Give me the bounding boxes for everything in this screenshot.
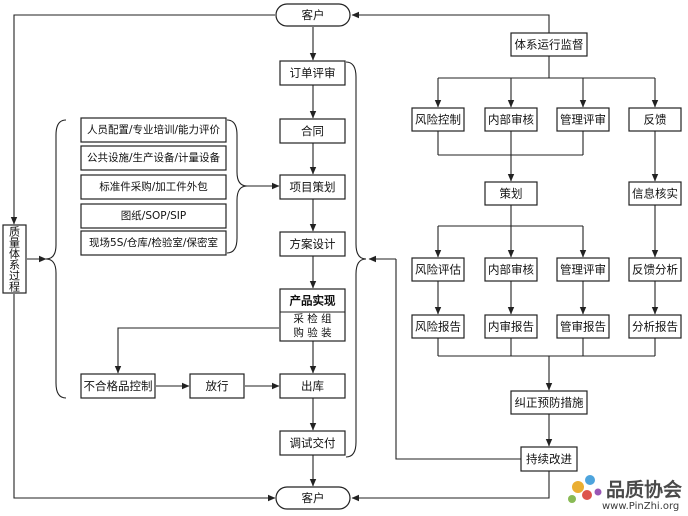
analysis-report-label: 分析报告 xyxy=(632,320,678,334)
feedback-label: 反馈 xyxy=(644,113,667,127)
resource-item: 图纸/SOP/SIP xyxy=(121,209,186,222)
release-label: 放行 xyxy=(206,379,229,393)
customer-top-label: 客户 xyxy=(302,8,325,22)
internal-audit-label: 内部审核 xyxy=(488,113,534,127)
quality-system-char: 体 xyxy=(9,247,20,261)
resource-item: 人员配置/专业培训/能力评价 xyxy=(87,123,221,136)
resource-list: 人员配置/专业培训/能力评价 公共设施/生产设备/计量设备 标准件采购/加工件外… xyxy=(80,117,227,256)
feedback-analysis-label: 反馈分析 xyxy=(632,263,678,277)
connectors-main xyxy=(10,14,521,502)
supervision-flow: 体系运行监督 风险控制 内部审核 管理评审 反馈 策划 信息核实 风险评估 内部… xyxy=(411,32,682,472)
customer-bottom-label: 客户 xyxy=(302,491,325,505)
project-plan-label: 项目策划 xyxy=(290,180,336,194)
order-review-label: 订单评审 xyxy=(290,66,336,80)
resource-item: 公共设施/生产设备/计量设备 xyxy=(87,151,221,164)
main-flow: 订单评审 合同 项目策划 方案设计 产品实现 采 检 组 购 验 装 出库 调试… xyxy=(279,60,346,456)
debug-delivery-label: 调试交付 xyxy=(290,436,336,450)
watermark-title: 品质协会 xyxy=(606,478,682,501)
scheme-design-label: 方案设计 xyxy=(290,237,336,251)
quality-system-node: 质 量 体 系 过 程 xyxy=(2,224,27,294)
nonconforming-branch: 不合格品控制 放行 xyxy=(80,373,245,399)
pinzhi-logo-icon xyxy=(568,475,602,503)
risk-control-label: 风险控制 xyxy=(415,113,461,127)
product-sub-row1: 采 检 组 xyxy=(293,312,332,325)
planning-label: 策划 xyxy=(500,187,523,201)
system-supervision-label: 体系运行监督 xyxy=(515,38,584,52)
quality-system-char: 程 xyxy=(9,281,20,294)
management-review2-label: 管理评审 xyxy=(560,263,606,277)
customer-top-node: 客户 xyxy=(275,3,351,27)
resource-item: 标准件采购/加工件外包 xyxy=(99,180,208,193)
management-review-label: 管理评审 xyxy=(560,113,606,127)
resource-item: 现场5S/仓库/检验室/保密室 xyxy=(89,236,218,249)
product-sub-row2: 购 验 装 xyxy=(293,326,332,339)
internal-report-label: 内审报告 xyxy=(488,320,534,334)
risk-report-label: 风险报告 xyxy=(415,320,461,334)
internal-audit2-label: 内部审核 xyxy=(488,263,534,277)
management-report-label: 管审报告 xyxy=(560,320,606,334)
pinzhi-watermark: 品质协会 www.PinZhi.org xyxy=(568,475,682,512)
info-verify-label: 信息核实 xyxy=(632,187,678,201)
quality-system-char: 质 xyxy=(9,226,20,239)
watermark-url: www.PinZhi.org xyxy=(602,501,679,512)
quality-system-char: 量 xyxy=(9,237,20,250)
continuous-improve-label: 持续改进 xyxy=(526,452,572,466)
risk-assess-label: 风险评估 xyxy=(415,263,461,277)
connectors-right xyxy=(351,11,659,502)
warehouse-out-label: 出库 xyxy=(301,379,324,393)
corrective-preventive-label: 纠正预防措施 xyxy=(515,396,584,410)
customer-bottom-node: 客户 xyxy=(275,486,351,510)
quality-system-char: 系 xyxy=(9,259,20,272)
product-realization-label: 产品实现 xyxy=(290,294,336,308)
nonconforming-label: 不合格品控制 xyxy=(84,379,153,393)
contract-label: 合同 xyxy=(301,124,324,138)
quality-system-char: 过 xyxy=(9,270,20,283)
